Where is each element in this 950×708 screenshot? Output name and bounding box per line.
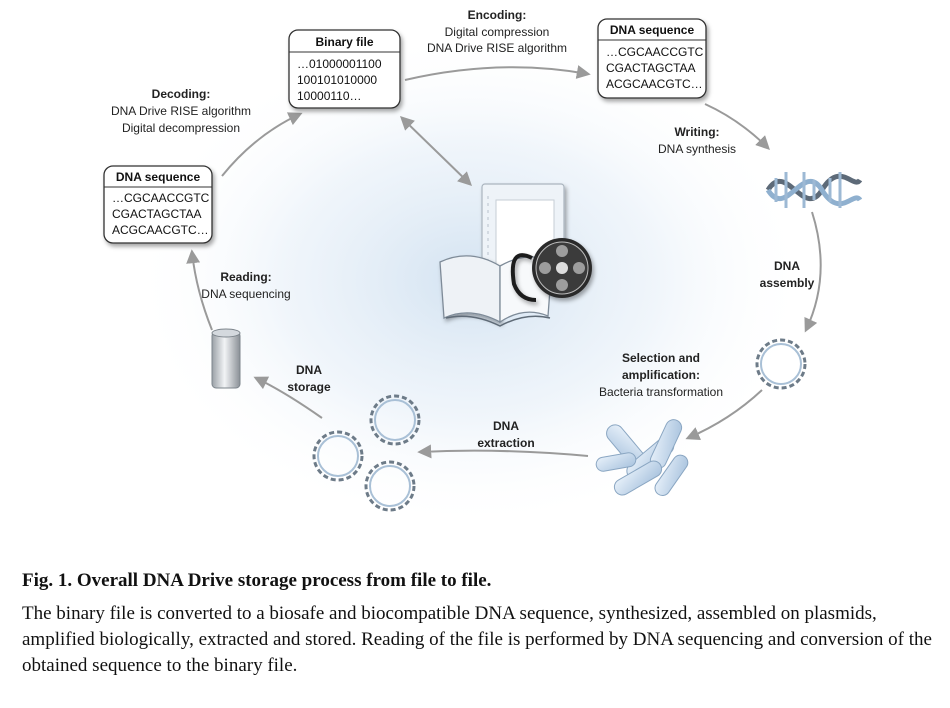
caption-text: The binary file is converted to a biosaf… xyxy=(22,603,932,676)
binary-file-box: Binary file …01000001100 10010101000​0 1… xyxy=(288,29,401,109)
binary-line-1: …01000001100 xyxy=(297,57,382,71)
figure-caption: Fig. 1. Overall DNA Drive storage proces… xyxy=(22,570,937,679)
binary-file-title: Binary file xyxy=(315,35,373,49)
arrow-selection xyxy=(685,389,763,441)
decoding-title: Decoding: xyxy=(152,87,211,101)
dna-left-line-3: ACGCAACGTC… xyxy=(112,223,209,237)
reading-title: Reading: xyxy=(220,270,271,284)
encoding-title: Encoding: xyxy=(468,8,527,22)
decoding-line-2: Digital decompression xyxy=(122,121,240,135)
plasmid-icon xyxy=(755,338,807,390)
dna-sequence-title-right: DNA sequence xyxy=(610,23,695,37)
assembly-title-1: DNA xyxy=(774,259,800,273)
decoding-line-1: DNA Drive RISE algorithm xyxy=(111,104,251,118)
step-assembly: DNA assembly xyxy=(760,259,815,290)
step-writing: Writing: DNA synthesis xyxy=(658,125,736,156)
film-reel-icon xyxy=(510,238,592,302)
storage-title-2: storage xyxy=(287,380,331,394)
selection-line-1: Bacteria transformation xyxy=(599,385,723,399)
encoding-line-1: Digital compression xyxy=(445,25,550,39)
step-encoding: Encoding: Digital compression DNA Drive … xyxy=(427,8,567,55)
bacteria-icon xyxy=(595,419,689,496)
binary-line-2: 10010101000​0 xyxy=(297,73,377,87)
reading-line-1: DNA sequencing xyxy=(201,287,290,301)
book-icon xyxy=(439,255,553,327)
dna-right-line-1: …CGCAACCGTC xyxy=(606,45,704,59)
cycle-arrows xyxy=(186,65,822,459)
arrow-assembly xyxy=(804,211,822,333)
step-decoding: Decoding: DNA Drive RISE algorithm Digit… xyxy=(111,87,251,135)
arrow-encoding xyxy=(404,65,591,81)
step-storage: DNA storage xyxy=(287,363,331,394)
binary-line-3: 10000110… xyxy=(297,89,362,103)
arrow-decoding xyxy=(221,112,303,177)
arrow-writing xyxy=(704,103,770,150)
selection-title-2: amplification: xyxy=(622,368,700,382)
dna-sequence-box-read: DNA sequence …CGCAACCGTC CGACTAGCTAA ACG… xyxy=(103,165,213,244)
step-extraction: DNA extraction xyxy=(477,419,534,450)
writing-line-1: DNA synthesis xyxy=(658,142,736,156)
dna-left-line-2: CGACTAGCTAA xyxy=(112,207,202,221)
dna-sequence-box-encoded: DNA sequence …CGCAACCGTC CGACTAGCTAA ACG… xyxy=(597,18,707,99)
extraction-title-1: DNA xyxy=(493,419,519,433)
arrow-reading xyxy=(186,249,213,331)
extraction-title-2: extraction xyxy=(477,436,534,450)
assembly-title-2: assembly xyxy=(760,276,815,290)
arrow-file-link xyxy=(399,116,473,186)
encoding-line-2: DNA Drive RISE algorithm xyxy=(427,41,567,55)
storage-title-1: DNA xyxy=(296,363,322,377)
dna-drive-diagram: Binary file …01000001100 10010101000​0 1… xyxy=(103,8,863,530)
step-reading: Reading: DNA sequencing xyxy=(201,270,290,301)
arrow-extraction xyxy=(417,444,589,459)
selection-title-1: Selection and xyxy=(622,351,700,365)
storage-tube-icon xyxy=(211,328,241,389)
arrow-storage xyxy=(253,376,323,419)
dna-right-line-2: CGACTAGCTAA xyxy=(606,61,696,75)
caption-title: Fig. 1. Overall DNA Drive storage proces… xyxy=(22,570,492,591)
dna-helix-icon xyxy=(765,172,863,208)
writing-title: Writing: xyxy=(674,125,719,139)
dna-right-line-3: ACGCAACGTC… xyxy=(606,77,703,91)
step-selection: Selection and amplification: Bacteria tr… xyxy=(599,351,723,399)
dna-left-line-1: …CGCAACCGTC xyxy=(112,191,210,205)
extracted-plasmids-icon xyxy=(312,394,421,512)
dna-sequence-title-left: DNA sequence xyxy=(116,170,201,184)
media-files-illustration xyxy=(439,183,592,327)
